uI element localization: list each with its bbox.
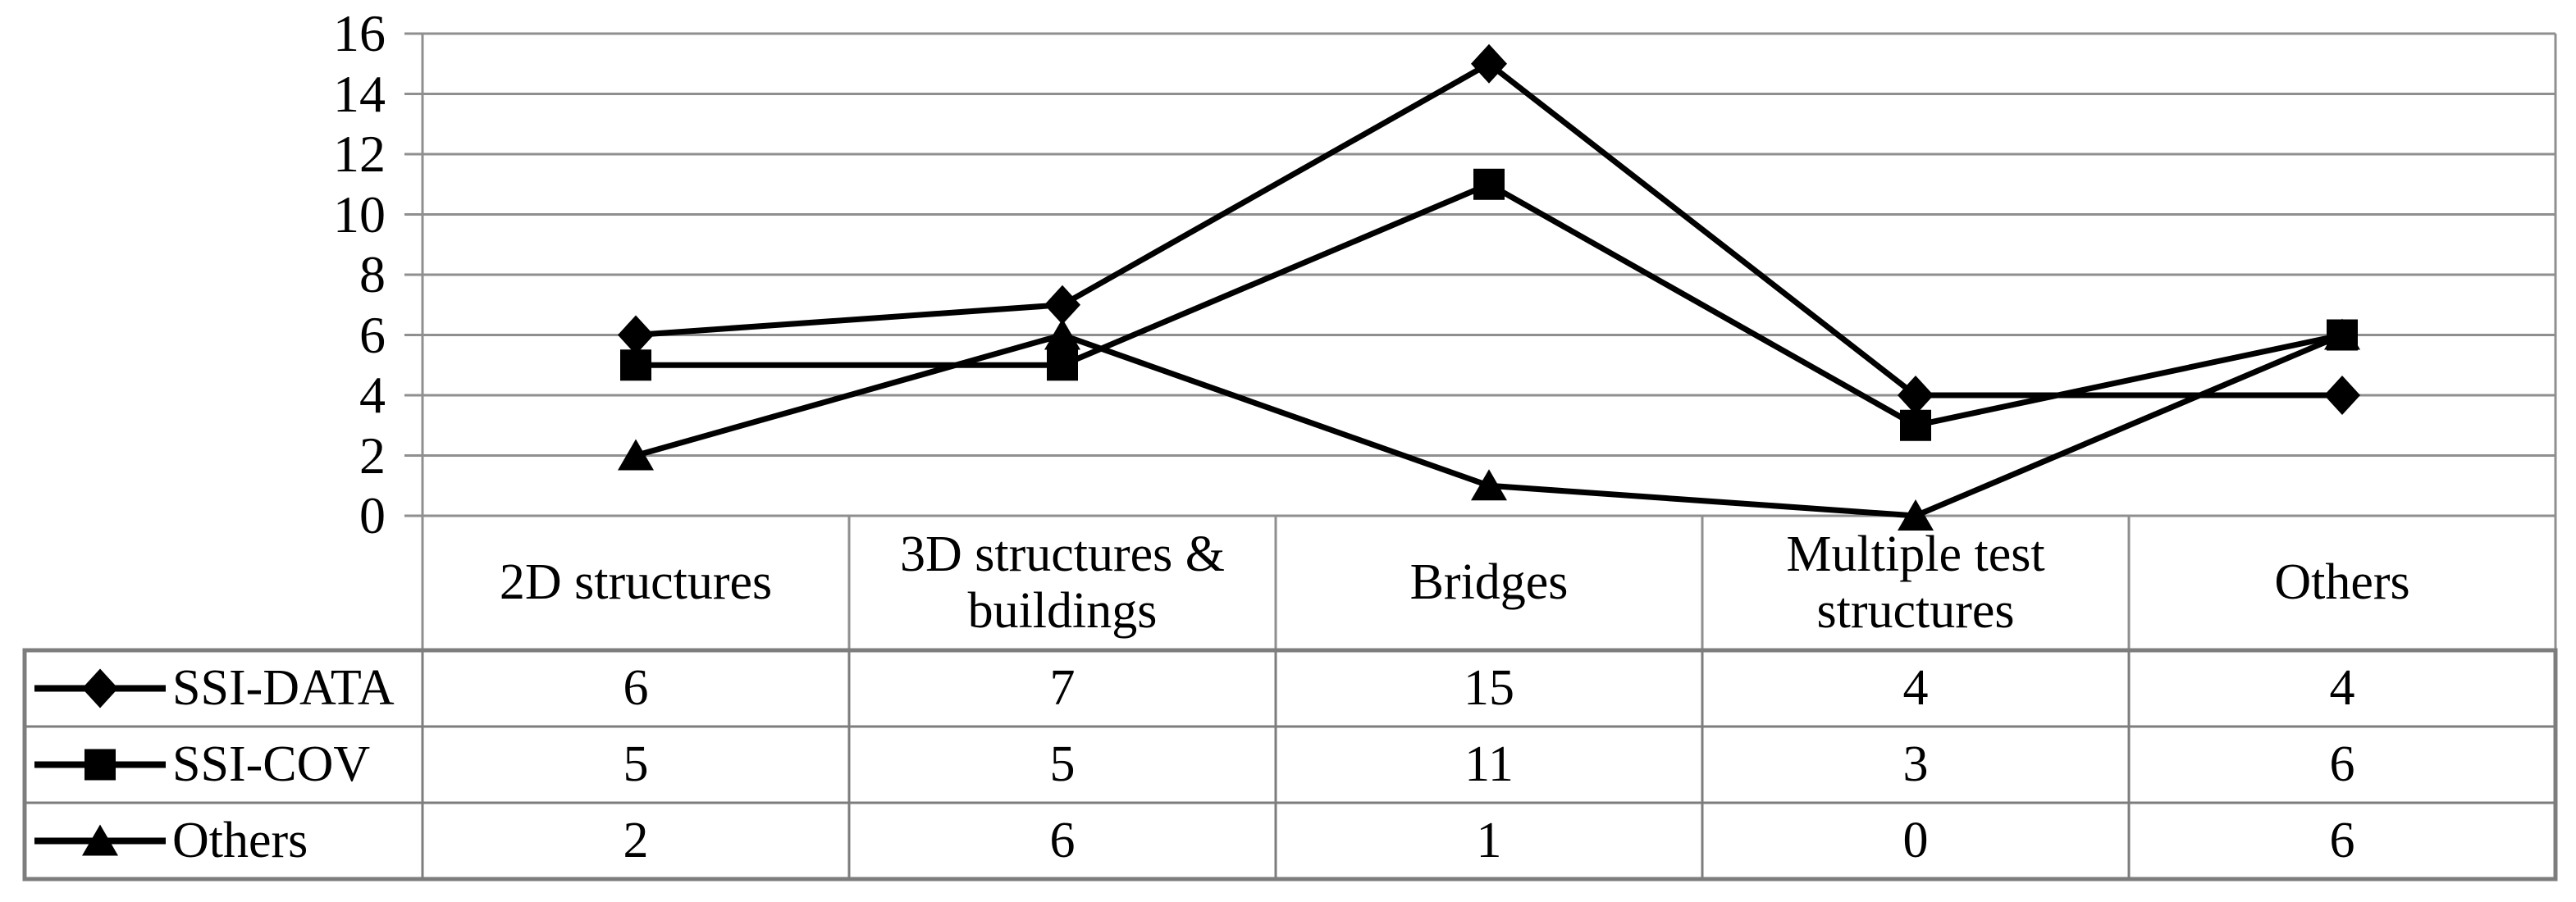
table-value-cell: 11 [1464, 736, 1514, 792]
category-header-cell: Bridges [1409, 554, 1569, 611]
y-axis-tick-label: 8 [359, 245, 386, 303]
table-value-cell: 6 [2329, 736, 2355, 792]
diamond-marker-icon [2324, 376, 2360, 415]
y-axis-tick-label: 12 [333, 125, 386, 183]
plot-frame [421, 34, 2557, 650]
series-ssi-cov [620, 168, 2358, 441]
diamond-marker-icon [618, 315, 654, 355]
square-marker-icon [1900, 409, 1931, 441]
y-axis-tick-label: 0 [359, 486, 386, 544]
table-value-cell: 0 [1902, 813, 1929, 868]
legend-row-others: Others [26, 803, 420, 879]
square-marker-icon [620, 349, 651, 381]
table-value-cell: 1 [1476, 813, 1502, 868]
square-marker-icon [1047, 349, 1078, 381]
table-borders [22, 648, 2558, 882]
legend-row-ssi-data: SSI-DATA [26, 650, 420, 727]
square-marker-icon [34, 749, 166, 781]
table-value-cell: 6 [1049, 813, 1076, 868]
table-value-cell: 5 [623, 736, 649, 792]
triangle-marker-icon [1471, 469, 1507, 501]
series-label: Others [172, 813, 308, 868]
diamond-marker-icon [1471, 43, 1507, 84]
table-value-cell: 3 [1902, 736, 1929, 792]
table-value-cell: 4 [1902, 660, 1929, 716]
y-axis-tick-label: 14 [333, 64, 386, 123]
gridlines [404, 32, 2555, 517]
square-marker-icon [2327, 319, 2358, 351]
table-value-cell: 6 [623, 660, 649, 716]
triangle-marker-icon [618, 439, 654, 471]
category-header-cell: Multiple test structures [1786, 526, 2045, 639]
y-axis-tick-label: 16 [333, 4, 386, 62]
series-others [618, 318, 2360, 531]
series-ssi-data [618, 43, 2360, 415]
legend-row-ssi-cov: SSI-COV [26, 727, 420, 803]
triangle-marker-icon [1898, 499, 1934, 531]
table-value-cell: 2 [623, 813, 649, 868]
table-value-cell: 15 [1464, 660, 1514, 716]
series-label: SSI-COV [172, 736, 371, 792]
category-header-cell: Others [2274, 554, 2410, 611]
triangle-marker-icon [34, 824, 166, 856]
y-axis-tick-label: 10 [333, 184, 386, 244]
category-header-cell: 2D structures [499, 554, 773, 611]
table-value-cell: 7 [1049, 660, 1076, 716]
series-label: SSI-DATA [172, 660, 395, 716]
diamond-marker-icon [34, 668, 166, 708]
y-axis-tick-label: 6 [359, 305, 386, 364]
table-value-cell: 5 [1049, 736, 1076, 792]
table-value-cell: 4 [2329, 660, 2355, 716]
triangle-marker-icon [1044, 318, 1080, 350]
table-value-cell: 6 [2329, 813, 2355, 868]
diamond-marker-icon [1898, 376, 1934, 415]
square-marker-icon [1473, 168, 1505, 200]
y-axis-tick-label: 4 [359, 366, 386, 424]
diamond-marker-icon [1044, 285, 1080, 325]
category-header-cell: 3D structures & buildings [899, 526, 1226, 639]
y-axis-tick-label: 2 [359, 426, 386, 485]
